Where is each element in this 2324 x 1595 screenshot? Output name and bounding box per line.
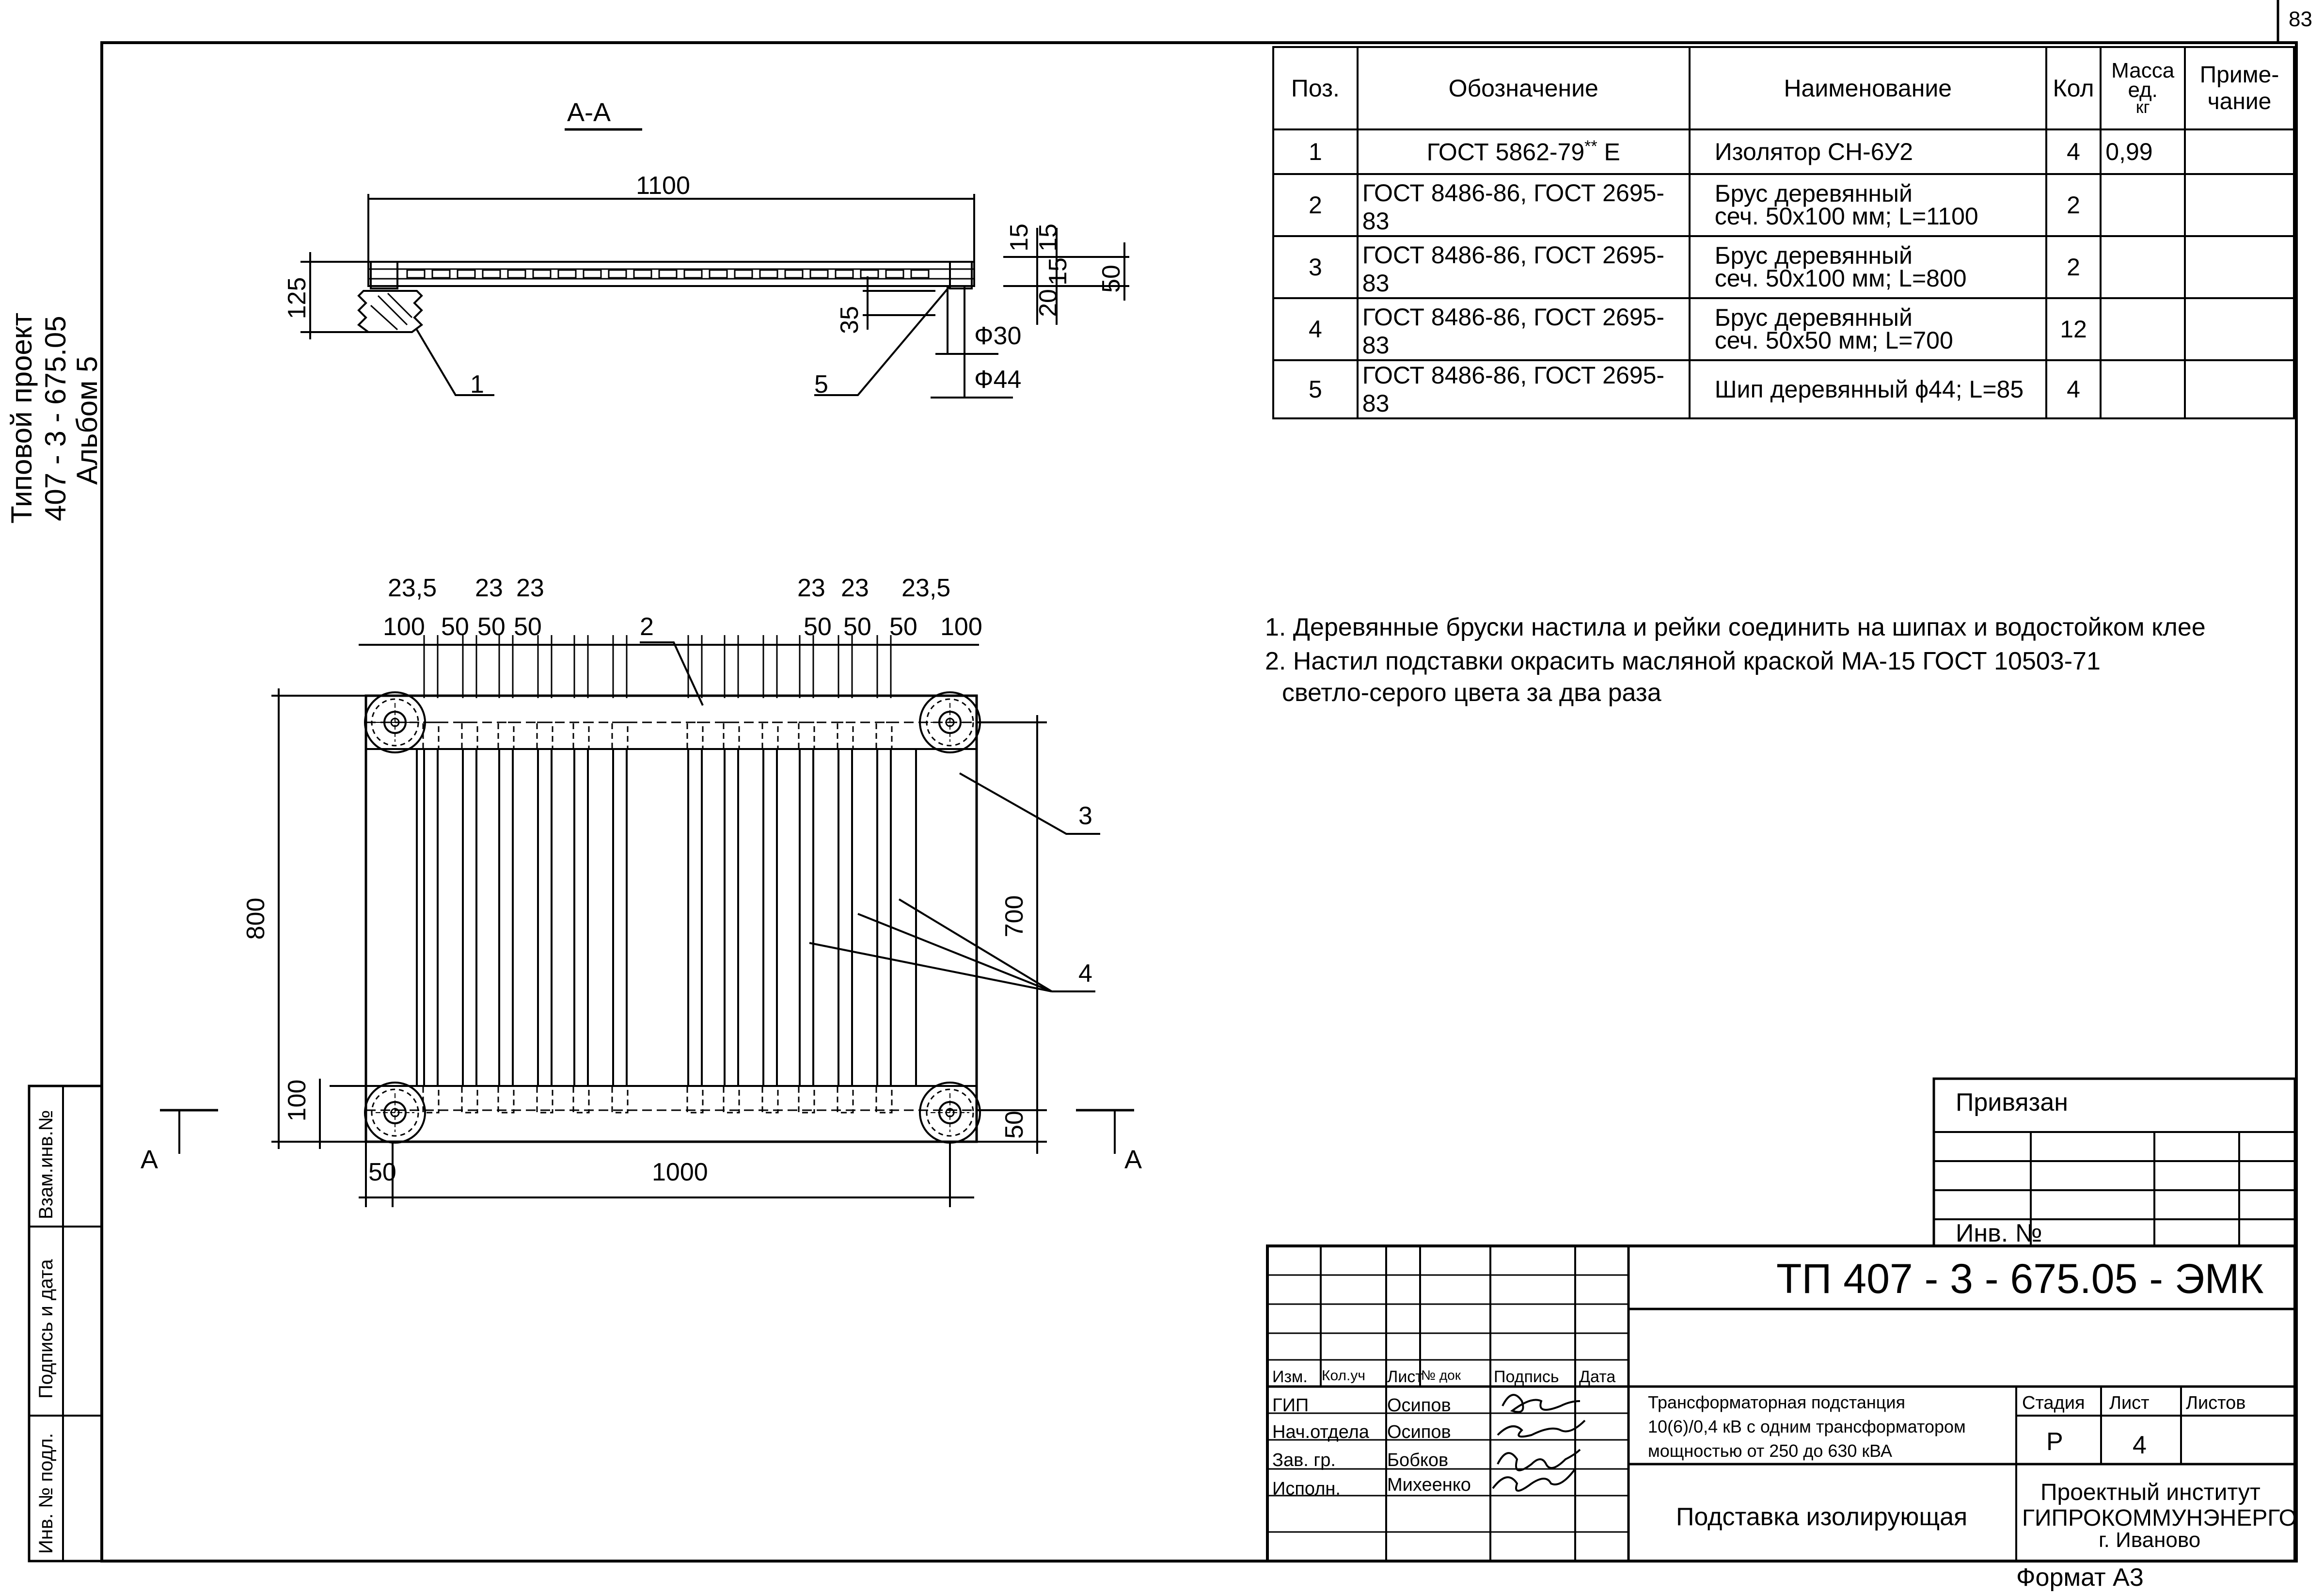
dim-15b: 15 xyxy=(1034,223,1062,252)
dim-23c: 23 xyxy=(797,574,825,602)
callout-1: 1 xyxy=(470,370,484,399)
sheet-value: 4 xyxy=(2133,1431,2147,1459)
spec-row-2: 2 ГОСТ 8486-86, ГОСТ 2695-83 Брус деревя… xyxy=(1272,173,2295,237)
dim-50a: 50 xyxy=(441,613,469,641)
dim-15c: 15 xyxy=(1044,257,1072,286)
spec-table: Поз. Обозначение Наименование Кол Масса … xyxy=(1272,46,2295,419)
dim-100c: 100 xyxy=(283,1080,311,1122)
col-izm: Изм. xyxy=(1272,1368,1308,1386)
sheet-frame xyxy=(100,41,2298,1563)
name-zav-gr: Бобков xyxy=(1387,1450,1449,1470)
dim-50d: 50 xyxy=(804,613,832,641)
col-podpis: Подпись xyxy=(1494,1368,1559,1386)
stage-value: Р xyxy=(2046,1428,2063,1456)
inv-no-label: Инв. № xyxy=(1956,1219,2042,1247)
dim-23-5b: 23,5 xyxy=(901,574,950,602)
section-label: А-А xyxy=(567,98,611,127)
callout-2: 2 xyxy=(640,613,654,641)
name-ispoln: Михеенко xyxy=(1387,1475,1471,1495)
spec-row-3: 3 ГОСТ 8486-86, ГОСТ 2695-83 Брус деревя… xyxy=(1272,235,2295,299)
hdr-name: Наименование xyxy=(1688,46,2047,130)
dim-125: 125 xyxy=(283,277,311,319)
sheet-header: Лист xyxy=(2109,1393,2150,1413)
dim-100b: 100 xyxy=(940,613,982,641)
sheets-header: Листов xyxy=(2186,1393,2246,1413)
callout-5: 5 xyxy=(814,370,828,399)
hdr-note: Приме- чание xyxy=(2184,46,2295,130)
callout-4: 4 xyxy=(1078,959,1092,988)
col-no-dok: № док xyxy=(1421,1368,1461,1383)
hdr-pos: Поз. xyxy=(1272,46,1359,130)
signatures xyxy=(1492,1394,1586,1492)
dim-50: 50 xyxy=(1097,265,1125,293)
section-marker-right: А xyxy=(1124,1145,1142,1174)
spec-row-5: 5 ГОСТ 8486-86, ГОСТ 2695-83 Шип деревян… xyxy=(1272,359,2295,419)
hdr-qty: Кол xyxy=(2045,46,2102,130)
project-desc-2: 10(6)/0,4 кВ с одним трансформатором xyxy=(1648,1417,1966,1436)
role-nach-otdela: Нач.отдела xyxy=(1272,1422,1369,1442)
left-strip xyxy=(28,1085,103,1563)
dim-23a: 23 xyxy=(475,574,503,602)
dim-20: 20 xyxy=(1034,289,1062,317)
dim-50f: 50 xyxy=(889,613,917,641)
spec-row-1: 1 ГОСТ 5862-79** Е Изолятор СН-6У2 4 0,9… xyxy=(1272,128,2295,175)
col-kol-uch: Кол.уч xyxy=(1322,1368,1365,1384)
sheet-format: Формат А3 xyxy=(2016,1563,2144,1592)
name-nach-otdela: Осипов xyxy=(1387,1422,1451,1442)
document-code: ТП 407 - 3 - 675.05 - ЭМК xyxy=(1776,1256,2264,1302)
section-view xyxy=(300,128,1129,399)
dim-100a: 100 xyxy=(383,613,425,641)
dim-d30: Ф30 xyxy=(974,322,1021,350)
dim-1000: 1000 xyxy=(652,1158,708,1186)
page-number: 83 xyxy=(2289,7,2312,31)
note-1: 1. Деревянные бруски настила и рейки сое… xyxy=(1265,613,2206,641)
role-zav-gr: Зав. гр. xyxy=(1272,1450,1336,1470)
dim-15a: 15 xyxy=(1005,223,1033,252)
privyazan-label: Привязан xyxy=(1956,1088,2069,1116)
org-line-2: ГИПРОКОММУНЭНЕРГО xyxy=(2022,1505,2297,1531)
col-list: Лист xyxy=(1387,1368,1423,1386)
col-data: Дата xyxy=(1579,1368,1616,1386)
org-line-3: г. Иваново xyxy=(2099,1528,2201,1552)
plan-view xyxy=(160,635,1134,1207)
dim-23b: 23 xyxy=(516,574,544,602)
dim-50e: 50 xyxy=(843,613,871,641)
project-desc-1: Трансформаторная подстанция xyxy=(1648,1392,1905,1412)
dim-50g: 50 xyxy=(1000,1111,1028,1139)
dim-800: 800 xyxy=(242,898,270,940)
project-desc-3: мощностью от 250 до 630 кВА xyxy=(1648,1441,1892,1461)
dim-35: 35 xyxy=(836,306,864,334)
note-2-cont: светло-серого цвета за два раза xyxy=(1282,679,1661,707)
role-ispoln: Исполн. xyxy=(1272,1479,1341,1499)
dimension-labels: А-А 1100 125 15 15 15 50 20 35 Ф30 Ф44 1… xyxy=(141,98,1142,1186)
role-gip: ГИП xyxy=(1272,1395,1309,1416)
dim-50b: 50 xyxy=(477,613,506,641)
org-line-1: Проектный институт xyxy=(2040,1480,2261,1505)
section-marker-left: А xyxy=(141,1145,158,1174)
hdr-designation: Обозначение xyxy=(1356,46,1691,130)
dim-50h: 50 xyxy=(368,1158,396,1186)
document-title: Подставка изолирующая xyxy=(1676,1503,1968,1531)
stage-header: Стадия xyxy=(2022,1393,2085,1413)
dim-23d: 23 xyxy=(841,574,869,602)
spec-header-row: Поз. Обозначение Наименование Кол Масса … xyxy=(1272,46,2295,130)
name-gip: Осипов xyxy=(1387,1395,1451,1416)
dim-23-5a: 23,5 xyxy=(388,574,437,602)
spec-row-4: 4 ГОСТ 8486-86, ГОСТ 2695-83 Брус деревя… xyxy=(1272,297,2295,361)
dim-d44: Ф44 xyxy=(974,366,1021,394)
dim-700: 700 xyxy=(1000,895,1028,938)
callout-3: 3 xyxy=(1078,802,1092,830)
note-2: 2. Настил подставки окрасить масляной кр… xyxy=(1265,647,2101,675)
dim-50c: 50 xyxy=(514,613,542,641)
hdr-mass: Масса ед. кг xyxy=(2100,46,2186,130)
dim-1100: 1100 xyxy=(636,172,690,200)
